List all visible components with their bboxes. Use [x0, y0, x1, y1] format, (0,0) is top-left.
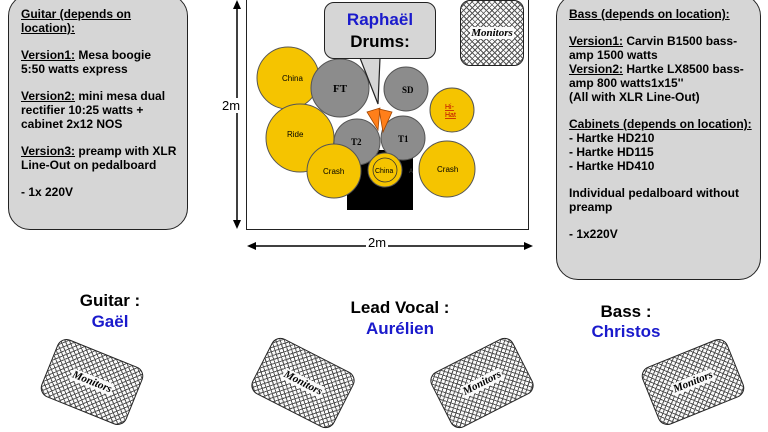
bass-info-title: Bass (depends on location):: [569, 7, 730, 21]
t1-label: T1: [398, 134, 409, 144]
guitar-version1: Version1: Mesa boogie 5:50 watts express: [21, 48, 152, 76]
horizontal-dimension-label: 2m: [366, 235, 389, 250]
bass-info-box: Bass (depends on location): Version1: Ca…: [556, 0, 761, 280]
drumstick-left: [366, 107, 381, 132]
bassist-name: Christos: [591, 322, 661, 341]
crash-cymbal-left: [306, 143, 362, 199]
bass-cab-item: - Hartke HD410: [569, 159, 655, 173]
ft-label: FT: [333, 83, 348, 95]
bass-xlr-note: (All with XLR Line-Out): [569, 90, 700, 104]
hihat-label-line1: Hi-: [445, 104, 455, 111]
drums-bubble: Raphaël Drums:: [324, 2, 436, 59]
arrowhead-icon: [247, 242, 256, 250]
bass-pedal-note: Individual pedalboard without preamp: [569, 186, 739, 214]
arrowhead-icon: [233, 0, 241, 9]
bass-role-label: Bass :: [600, 302, 652, 321]
tom-1: [380, 115, 426, 161]
monitor-label: Monitors: [470, 27, 514, 39]
crash-left-label: Crash: [323, 167, 344, 176]
sd-label: SD: [402, 85, 414, 95]
crash-cymbal-right: [418, 140, 476, 198]
bass-version1: Version1: Carvin B1500 bass-amp 1500 wat…: [569, 34, 738, 62]
monitor-drums: Monitors: [460, 0, 524, 66]
drumstick-right: [378, 108, 393, 134]
monitor-label: Monitors: [280, 367, 326, 399]
hihat-cymbal: [429, 87, 475, 133]
arrowhead-icon: [233, 220, 241, 229]
vocal-role-label: Lead Vocal :: [350, 298, 450, 317]
drums-role: Drums:: [350, 32, 410, 51]
arrowhead-icon: [524, 242, 533, 250]
china-left-label: China: [282, 74, 303, 83]
crash-right-label: Crash: [437, 165, 458, 174]
guitar-role-label: Guitar :: [79, 291, 141, 310]
monitor-label: Monitors: [69, 368, 115, 396]
floor-tom: [310, 58, 370, 118]
snare-drum: [383, 66, 429, 112]
bass-version2: Version2: Hartke LX8500 bass-amp 800 wat…: [569, 62, 744, 90]
t2-label: T2: [351, 137, 362, 147]
monitor-label: Monitors: [670, 368, 716, 396]
drummer-name: Raphaël: [346, 10, 414, 29]
guitar-version2: Version2: mini mesa dual rectifier 10:25…: [21, 89, 166, 131]
guitarist-name: Gaël: [91, 312, 129, 331]
bass-cabinets-title: Cabinets (depends on location):: [569, 117, 752, 131]
china-center-label: China: [375, 168, 393, 175]
guitar-info-title: Guitar (depends on location):: [21, 7, 132, 35]
small-a-label: A: [409, 169, 413, 175]
guitar-version3: Version3: preamp with XLR Line-Out on pe…: [21, 144, 177, 172]
ride-label: Ride: [287, 130, 304, 139]
vocalist-name: Aurélien: [365, 319, 435, 338]
china-cymbal-center-ring: [372, 157, 398, 183]
bass-cab-item: - Hartke HD115: [569, 145, 654, 159]
bass-cab-item: - Hartke HD210: [569, 131, 655, 145]
guitar-power: - 1x 220V: [21, 185, 74, 199]
guitar-info-box: Guitar (depends on location): Version1: …: [8, 0, 188, 230]
bass-power: - 1x220V: [569, 227, 618, 241]
monitor-label: Monitors: [459, 367, 505, 399]
hihat-label-line2: Hat: [445, 112, 456, 119]
vertical-dimension-label: 2m: [222, 98, 241, 113]
